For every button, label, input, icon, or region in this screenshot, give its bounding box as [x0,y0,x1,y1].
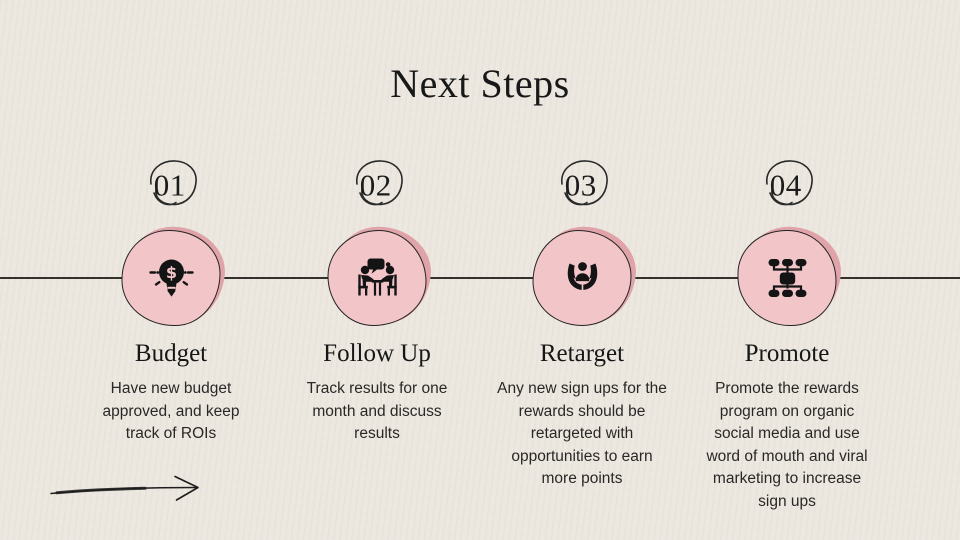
step-column-follow-up: 02 [277,0,477,540]
step-number: 03 [564,167,597,203]
step-column-retarget: 03 Retarget Any new sign ups for the rew… [482,0,682,540]
hands-holding-person-icon [567,262,597,290]
pink-circle [737,230,837,326]
scribble-circle-icon [150,160,197,206]
step-number: 04 [769,167,802,203]
step-title: Promote [744,340,830,367]
step-number-badge: 04 [758,155,816,213]
sitemap-network-icon [768,259,806,297]
step-number: 01 [153,167,186,203]
scribble-circle-icon [766,160,813,206]
step-number: 02 [359,167,392,203]
pink-circle [532,230,632,326]
pink-circle [327,230,427,326]
scribble-circle-icon [561,160,608,206]
lightbulb-dollar-icon: $ [148,259,194,297]
step-title: Follow Up [323,340,431,367]
step-description: Any new sign ups for the rewards should … [497,380,667,487]
step-title: Budget [134,340,208,367]
step-number-badge: 01 [142,155,200,213]
step-description: Have new budget approved, and keep track… [102,380,240,442]
step-description: Track results for one month and discuss … [306,380,448,442]
step-column-budget: 01 $ [71,0,271,540]
step-icon-circle [531,222,641,328]
step-icon-circle [326,222,436,328]
page-title: Next Steps [390,61,570,106]
pink-circle: $ [121,230,221,326]
step-number-badge: 02 [348,155,406,213]
step-column-promote: 04 [687,0,887,540]
meeting-discussion-icon [357,258,397,296]
step-icon-circle: $ [120,222,230,328]
scribble-circle-icon [356,160,403,206]
step-number-badge: 03 [553,155,611,213]
timeline-line [0,277,960,279]
svg-text:$: $ [165,263,176,282]
hand-drawn-arrow-icon [50,475,199,501]
step-icon-circle [736,222,846,328]
step-description: Promote the rewards program on organic s… [706,380,868,510]
step-title: Retarget [539,340,625,367]
